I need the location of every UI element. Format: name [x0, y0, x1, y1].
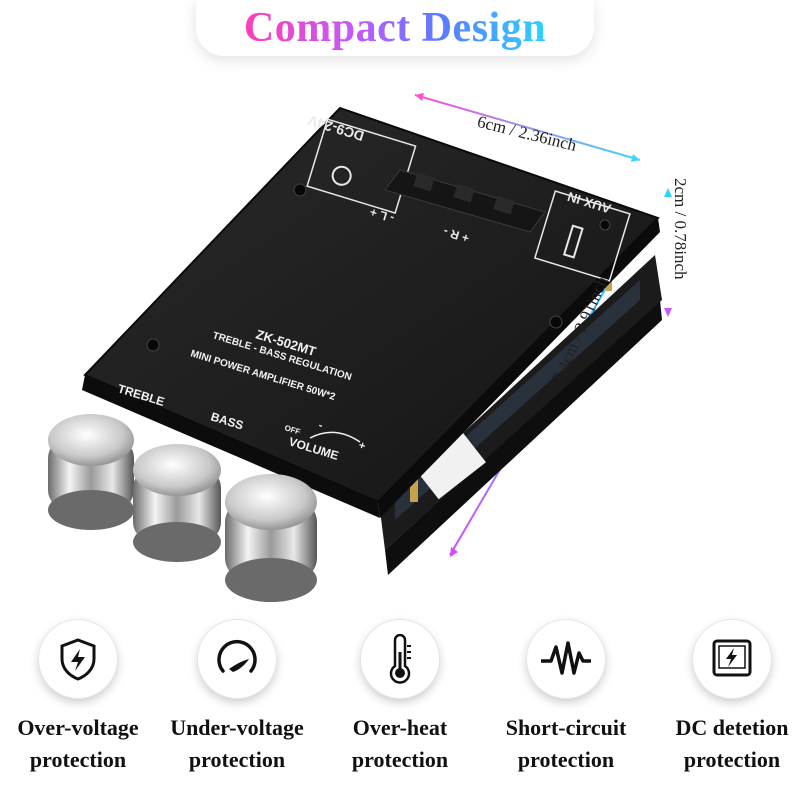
volume-minus-label: -	[317, 419, 324, 432]
feature-line1: Over-voltage	[17, 715, 139, 740]
treble-knob[interactable]	[48, 414, 134, 530]
dc-monitor-icon	[693, 620, 771, 698]
page-title: Compact Design	[243, 5, 547, 51]
feature-over-voltage: Over-voltage protection	[0, 620, 158, 776]
feature-line2: protection	[351, 747, 449, 772]
bass-knob[interactable]	[133, 444, 221, 562]
feature-line1: DC detetion	[675, 715, 789, 740]
title-banner: Compact Design	[196, 0, 594, 56]
pulse-wave-icon	[527, 620, 605, 698]
thermometer-icon	[361, 620, 439, 698]
feature-line1: Over-heat	[352, 715, 448, 740]
bluetooth-module	[414, 430, 486, 500]
speaker-terminal-block	[384, 169, 546, 233]
feature-under-voltage: Under-voltage protection	[157, 620, 317, 776]
gauge-icon	[198, 620, 276, 698]
volume-knob[interactable]	[225, 474, 317, 602]
feature-line2: protection	[517, 747, 615, 772]
feature-over-heat: Over-heat protection	[320, 620, 480, 776]
terminal-left-label: - L +	[368, 205, 396, 226]
feature-line1: Short-circuit	[505, 715, 627, 740]
feature-line2: protection	[683, 747, 781, 772]
aux-in-panel	[533, 190, 631, 282]
feature-line1: Under-voltage	[170, 715, 304, 740]
dimension-height-label: 2cm / 0.78inch	[671, 178, 690, 280]
feature-dc-detection: DC detetion protection	[652, 620, 800, 776]
feature-line2: protection	[188, 747, 286, 772]
feature-line2: protection	[29, 747, 127, 772]
shield-bolt-icon	[39, 620, 117, 698]
volume-plus-label: +	[357, 439, 367, 452]
feature-short-circuit: Short-circuit protection	[486, 620, 646, 776]
